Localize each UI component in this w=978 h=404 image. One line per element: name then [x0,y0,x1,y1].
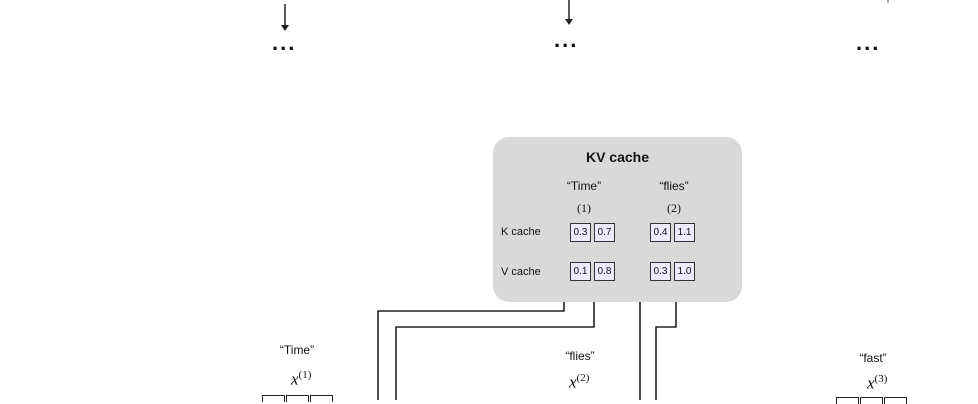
k-cache-cell: 1.1 [674,223,695,242]
v-cache-label: V cache [501,266,541,278]
arrowhead-2 [565,19,573,25]
wire-v-cache-time [395,282,595,400]
kv-cache-panel: KV cache “Time” (1) “flies” (2) K cache … [493,137,742,302]
v-cache-cell: 0.8 [594,262,615,281]
k-cache-cell: 0.3 [570,223,591,242]
input-var-x1: x(1) [291,369,312,389]
ellipsis-col-1: ... [272,30,297,55]
vector-cell [262,395,285,402]
k-cache-cell: 0.7 [594,223,615,242]
vector-cell [860,397,883,404]
vector-cell [286,395,309,402]
kv-token-index-2: (2) [667,201,681,215]
k-cache-label: K cache [501,226,541,238]
vector-cell [310,395,333,402]
k-cache-cell: 0.4 [650,223,671,242]
input-word-time: “Time” [279,343,315,357]
input-var-x3: x(3) [867,373,888,393]
vector-cell [884,397,907,404]
input-word-flies: “flies” [565,349,595,363]
v-cache-cell: 1.0 [674,262,695,281]
kv-cache-title: KV cache [585,149,650,165]
vector-cell [836,397,859,404]
input-var-x2: x(2) [569,372,590,392]
wire-v-cache-flies [655,282,677,400]
input-word-fast: “fast” [859,351,887,365]
kv-token-label-time: “Time” [566,179,602,193]
ellipsis-col-3: ... [856,30,881,55]
ellipsis-col-2: ... [554,27,579,52]
kv-token-label-flies: “flies” [659,179,689,193]
v-cache-cell: 0.1 [570,262,591,281]
arrowhead-1 [281,25,289,31]
kv-token-index-1: (1) [577,201,591,215]
v-cache-cell: 0.3 [650,262,671,281]
